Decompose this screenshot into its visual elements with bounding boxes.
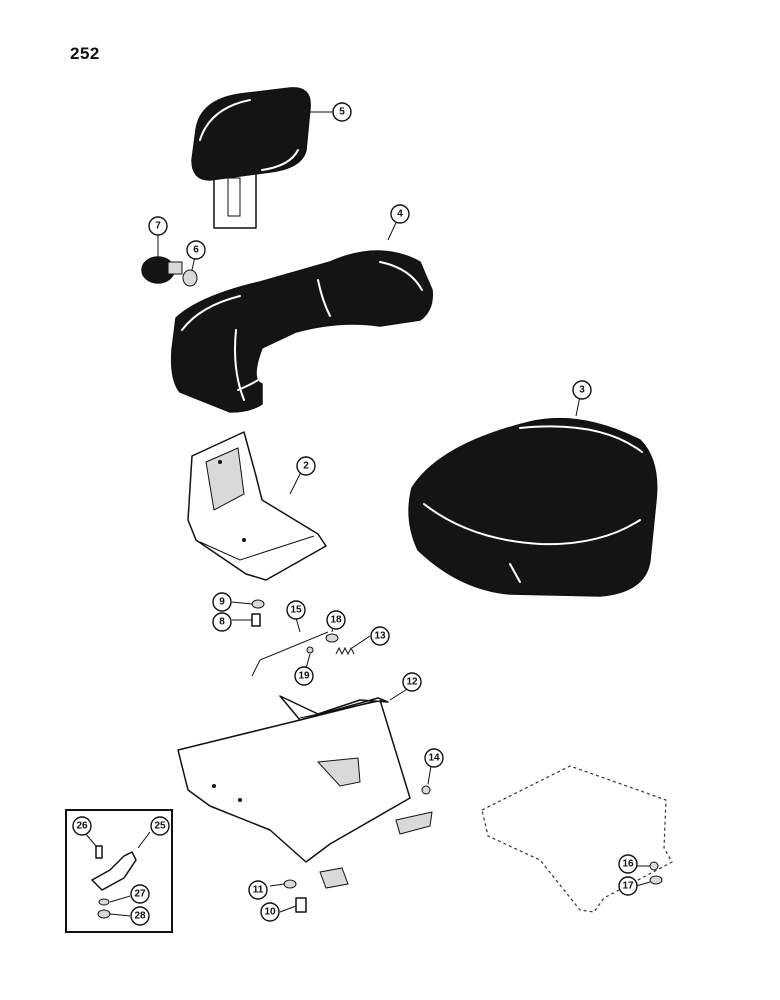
svg-text:14: 14	[428, 753, 440, 764]
rod	[251, 631, 329, 677]
svg-text:25: 25	[154, 821, 166, 832]
svg-text:10: 10	[264, 907, 276, 918]
adjusting-knob	[141, 256, 183, 284]
callout-26: 26	[72, 816, 92, 836]
bushing	[182, 269, 198, 287]
back-support-bracket	[187, 431, 327, 581]
svg-text:16: 16	[622, 859, 634, 870]
callout-7: 7	[148, 216, 168, 236]
washer-9	[251, 599, 265, 609]
svg-text:3: 3	[579, 385, 585, 396]
washer-18	[325, 633, 339, 643]
callout-27: 27	[130, 884, 150, 904]
svg-text:17: 17	[622, 881, 634, 892]
svg-text:19: 19	[298, 671, 310, 682]
svg-text:27: 27	[134, 889, 146, 900]
callout-11: 11	[248, 880, 268, 900]
svg-text:12: 12	[406, 677, 418, 688]
svg-text:6: 6	[193, 245, 199, 256]
callout-5: 5	[332, 102, 352, 122]
callout-17: 17	[618, 876, 638, 896]
svg-text:9: 9	[219, 597, 225, 608]
washer-11	[283, 879, 297, 889]
svg-text:26: 26	[76, 821, 88, 832]
callout-8: 8	[212, 612, 232, 632]
svg-text:2: 2	[303, 461, 309, 472]
callout-25: 25	[150, 816, 170, 836]
svg-text:11: 11	[253, 885, 264, 896]
armrest-cushion	[170, 250, 433, 413]
bolt-8	[251, 613, 261, 627]
svg-text:7: 7	[155, 221, 161, 232]
callout-2: 2	[296, 456, 316, 476]
callout-28: 28	[130, 906, 150, 926]
callout-18: 18	[326, 610, 346, 630]
seat-cushion	[408, 417, 658, 597]
callout-13: 13	[370, 626, 390, 646]
washer-17	[649, 875, 663, 885]
callout-6: 6	[186, 240, 206, 260]
nut-16	[649, 861, 659, 871]
pin-19	[306, 646, 314, 654]
callout-4: 4	[390, 204, 410, 224]
callout-9: 9	[212, 592, 232, 612]
spring	[335, 646, 355, 656]
bolt-10	[295, 897, 307, 913]
callout-15: 15	[286, 600, 306, 620]
svg-text:5: 5	[339, 107, 345, 118]
svg-text:18: 18	[330, 615, 342, 626]
callout-16: 16	[618, 854, 638, 874]
svg-text:13: 13	[374, 631, 386, 642]
page-number: 252	[70, 44, 100, 63]
svg-text:28: 28	[134, 911, 146, 922]
callout-3: 3	[572, 380, 592, 400]
svg-text:15: 15	[290, 605, 302, 616]
callout-19: 19	[294, 666, 314, 686]
seat-base-frame	[177, 695, 433, 889]
svg-text:8: 8	[219, 617, 225, 628]
callout-10: 10	[260, 902, 280, 922]
callout-12: 12	[402, 672, 422, 692]
svg-text:4: 4	[397, 209, 403, 220]
seat-platform-outline	[481, 765, 673, 913]
backrest-pad	[191, 87, 311, 229]
nut-14	[421, 785, 431, 795]
callout-14: 14	[424, 748, 444, 768]
